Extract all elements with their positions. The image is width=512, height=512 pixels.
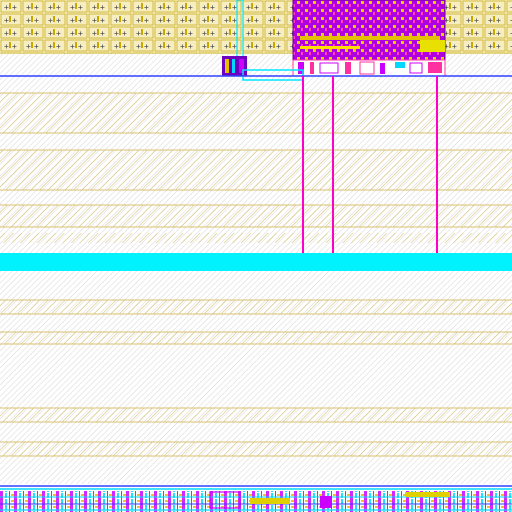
std-cell-row-top-right [445, 0, 512, 54]
gold-band-7 [0, 408, 512, 422]
macro-io-row [292, 59, 446, 77]
gold-band-6 [0, 332, 512, 344]
bottom-routing-region[interactable] [0, 484, 512, 512]
small-cell-block [222, 56, 247, 76]
cyan-bus[interactable] [0, 253, 512, 271]
gold-band-4 [0, 233, 512, 243]
gold-band-8 [0, 442, 512, 456]
std-cell-row-top [0, 0, 295, 54]
cyan-wire-top [242, 69, 304, 81]
gold-band-2 [0, 150, 512, 190]
gold-band-1 [0, 93, 512, 133]
macro-block[interactable] [292, 0, 446, 63]
gold-band-3 [0, 205, 512, 227]
gold-band-5 [0, 300, 512, 314]
